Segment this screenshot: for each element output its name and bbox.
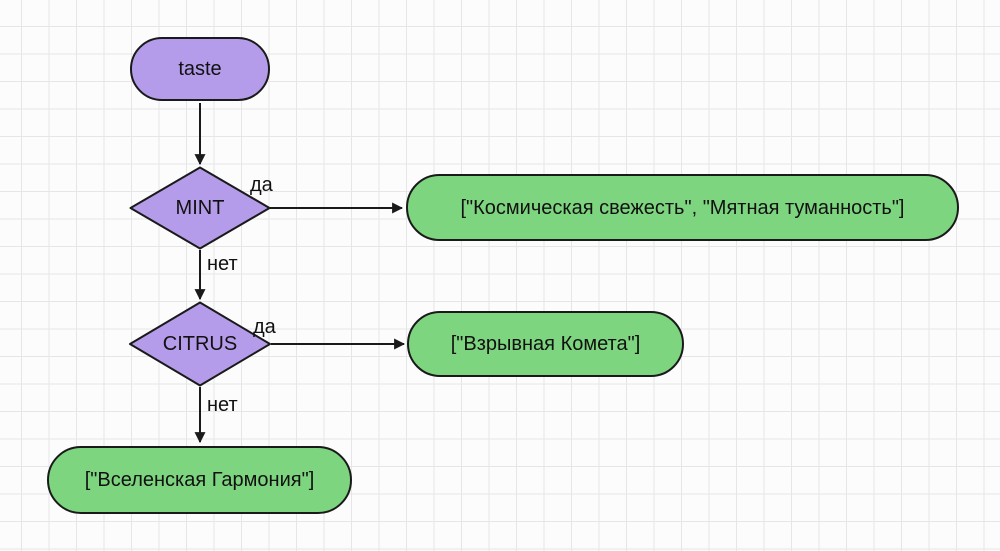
result-node-citrus-yes: ["Взрывная Комета"] (407, 311, 684, 377)
start-node: taste (130, 37, 270, 101)
edge-label-yes-citrus: да (253, 316, 276, 338)
edge-label-no-citrus: нет (207, 394, 238, 416)
decision-diamond-mint (129, 166, 271, 250)
decision-label-mint: MINT (175, 197, 225, 219)
decision-diamond-citrus (129, 301, 271, 387)
decision-label-citrus: CITRUS (162, 332, 238, 355)
result-node-mint-yes: ["Космическая свежесть", "Мятная туманно… (406, 174, 959, 241)
edge-label-no-mint: нет (207, 253, 238, 275)
edge-label-yes-mint: да (250, 174, 273, 196)
result-node-default: ["Вселенская Гармония"] (47, 446, 352, 514)
